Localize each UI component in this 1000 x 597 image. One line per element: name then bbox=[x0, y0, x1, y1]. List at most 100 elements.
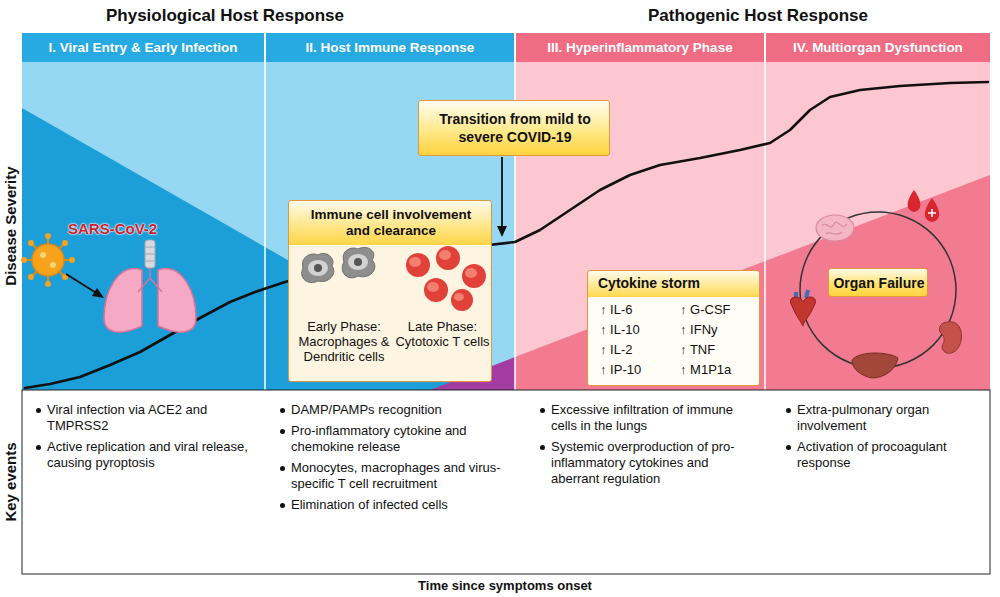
key-event-bullet: Monocytes, macrophages and virus-specifi… bbox=[278, 460, 506, 492]
key-events-column: Excessive infiltration of immune cells i… bbox=[538, 402, 756, 492]
row-title: Key events bbox=[2, 392, 20, 572]
key-event-bullet: Activation of procoagulant response bbox=[784, 439, 982, 471]
blood-drop bbox=[908, 190, 921, 212]
phase-divider bbox=[764, 62, 766, 390]
key-event-bullet: Pro-inflammatory cytokine and chemokine … bbox=[278, 423, 506, 455]
trachea-ring bbox=[145, 247, 155, 248]
t-cell-shine bbox=[454, 293, 464, 301]
organ-ring bbox=[800, 212, 956, 368]
key-event-bullet: Elimination of infected cells bbox=[278, 497, 506, 513]
bronchi bbox=[138, 268, 162, 292]
trachea-ring bbox=[145, 254, 155, 255]
key-event-bullet: Extra-pulmonary organ involvement bbox=[784, 402, 982, 434]
dendritic-cytoplasm bbox=[348, 254, 368, 270]
cytokine-item: ↑ IL-2 bbox=[600, 342, 676, 358]
kidney-shape bbox=[939, 322, 961, 353]
phase-band: II. Host Immune Response bbox=[266, 33, 514, 62]
dendritic-icon bbox=[342, 247, 375, 277]
immune-box: Immune cell involvement and clearanceEar… bbox=[288, 200, 492, 382]
trachea bbox=[145, 240, 155, 268]
virus-dot bbox=[40, 252, 46, 258]
pathogenic-wedge bbox=[515, 175, 990, 390]
spike-tip bbox=[45, 281, 51, 287]
box-heading: Organ Failure bbox=[833, 275, 925, 291]
phase-title: II. Host Immune Response bbox=[266, 40, 514, 56]
cytokine-item: ↑ IFNy bbox=[680, 322, 756, 338]
box-heading: Immune cell involvement and clearance bbox=[302, 207, 480, 239]
virus-label: SARS-CoV-2 bbox=[68, 220, 178, 238]
key-event-bullet: Active replication and viral release, ca… bbox=[34, 439, 256, 471]
key-event-bullet: Systemic overproduction of pro-inflammat… bbox=[538, 439, 756, 487]
transition-box: Transition from mild to severe COVID-19 bbox=[418, 100, 610, 156]
virus-spikes bbox=[24, 236, 72, 284]
phase-band: I. Viral Entry & Early Infection bbox=[22, 33, 264, 62]
spike-tip bbox=[69, 257, 75, 263]
macrophage-body bbox=[302, 253, 334, 282]
entry-arrow bbox=[66, 274, 98, 294]
key-events-column: Extra-pulmonary organ involvementActivat… bbox=[784, 402, 982, 476]
box-heading: Transition from mild to severe COVID-19 bbox=[427, 110, 603, 146]
blood-drops-icon bbox=[908, 190, 940, 222]
left-lung bbox=[104, 269, 142, 332]
spike-tip bbox=[28, 240, 34, 246]
drop-plus bbox=[928, 209, 936, 217]
phase-note: Late Phase: Cytotoxic T cells bbox=[395, 319, 490, 349]
virus-dot bbox=[50, 262, 56, 268]
key-events-column: DAMP/PAMPs recognitionPro-inflammatory c… bbox=[278, 402, 506, 518]
t-cell bbox=[424, 278, 448, 302]
spike-tip bbox=[21, 257, 27, 263]
t-cell bbox=[406, 253, 430, 277]
heart-vessels bbox=[796, 290, 808, 300]
axis-title: Time since symptoms onset bbox=[300, 578, 710, 594]
spike-tip bbox=[45, 233, 51, 239]
t-cell-icons bbox=[406, 246, 486, 311]
trachea-ring bbox=[145, 261, 155, 262]
phase-title: III. Hyperinflammatory Phase bbox=[516, 40, 764, 56]
t-cell-shine bbox=[427, 282, 439, 292]
phase-divider bbox=[264, 62, 266, 390]
macrophage-icon bbox=[302, 253, 334, 282]
cytokine-item: ↑ TNF bbox=[680, 342, 756, 358]
right-lung bbox=[158, 269, 196, 332]
brain-icon bbox=[816, 215, 854, 241]
heart-shape bbox=[791, 297, 816, 326]
organ-failure-box: Organ Failure bbox=[828, 268, 928, 297]
brain-folds bbox=[822, 222, 847, 234]
heart-icon bbox=[791, 290, 816, 326]
transition-arrow bbox=[501, 157, 503, 228]
cytokine-item: ↑ IL-10 bbox=[600, 322, 676, 338]
dendritic-body bbox=[342, 247, 375, 277]
virus-illustration bbox=[21, 233, 75, 287]
severity-curve bbox=[25, 82, 988, 388]
lungs-illustration bbox=[104, 240, 196, 332]
key-event-bullet: Excessive infiltration of immune cells i… bbox=[538, 402, 756, 434]
spike-tip bbox=[62, 240, 68, 246]
macrophage-nucleus bbox=[314, 264, 322, 272]
section-heading: Pathogenic Host Response bbox=[578, 6, 938, 26]
dendritic-nucleus bbox=[354, 258, 362, 266]
macrophage-cytoplasm bbox=[308, 260, 328, 276]
cytokine-item: ↑ G-CSF bbox=[680, 302, 756, 318]
virus-body bbox=[32, 244, 64, 276]
key-event-bullet: DAMP/PAMPs recognition bbox=[278, 402, 506, 418]
cytokine-item: ↑ M1P1a bbox=[680, 362, 756, 378]
brain-shape bbox=[816, 215, 854, 241]
axis-title: Disease Severity bbox=[2, 76, 20, 376]
t-cell bbox=[451, 289, 473, 311]
phase-note: Early Phase: Macrophages & Dendritic cel… bbox=[292, 319, 396, 364]
t-cell-shine bbox=[409, 257, 421, 267]
liver-icon bbox=[852, 353, 898, 378]
transition-arrowhead bbox=[497, 226, 507, 237]
spike-tip bbox=[28, 274, 34, 280]
section-heading: Physiological Host Response bbox=[40, 6, 410, 26]
cytokine-item: ↑ IP-10 bbox=[600, 362, 676, 378]
t-cell-shine bbox=[439, 250, 451, 260]
cytokine-item: ↑ IL-6 bbox=[600, 302, 676, 318]
blood-drop bbox=[925, 198, 939, 222]
phase-band: III. Hyperinflammatory Phase bbox=[516, 33, 764, 62]
